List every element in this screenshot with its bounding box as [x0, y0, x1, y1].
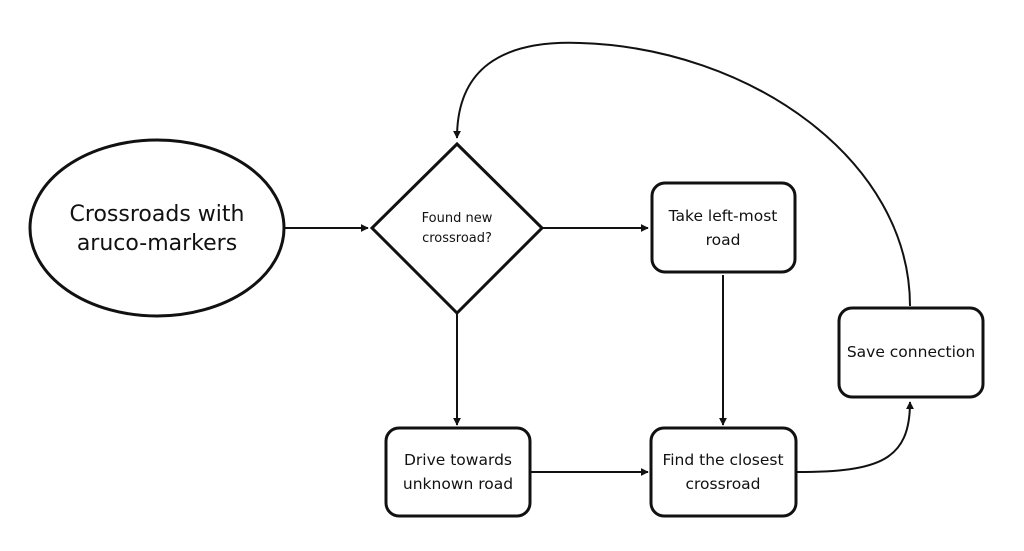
node-closest: Find the closest crossroad — [649, 426, 798, 518]
node-left-road: Take left-most road — [650, 181, 797, 274]
node-closest-line2: crossroad — [685, 475, 760, 493]
edge-save-to-decision-loop — [453, 41, 911, 307]
node-save-line1: Save connection — [847, 343, 975, 361]
node-decision: Found new crossroad? — [369, 141, 545, 316]
node-start-line1: Crossroads with — [70, 202, 245, 227]
node-start: Crossroads with aruco-markers — [28, 138, 286, 318]
node-save: Save connection — [837, 306, 985, 399]
node-drive: Drive towards unknown road — [384, 426, 532, 518]
node-start-line2: aruco-markers — [77, 231, 237, 256]
node-drive-line2: unknown road — [403, 475, 513, 493]
edge-closest-to-save — [796, 401, 914, 473]
node-left-road-line1: Take left-most — [668, 207, 778, 225]
node-decision-line1: Found new — [422, 211, 493, 226]
node-left-road-line2: road — [706, 231, 741, 249]
node-decision-line2: crossroad? — [422, 231, 492, 246]
node-drive-line1: Drive towards — [404, 451, 512, 469]
node-closest-line1: Find the closest — [662, 451, 783, 469]
